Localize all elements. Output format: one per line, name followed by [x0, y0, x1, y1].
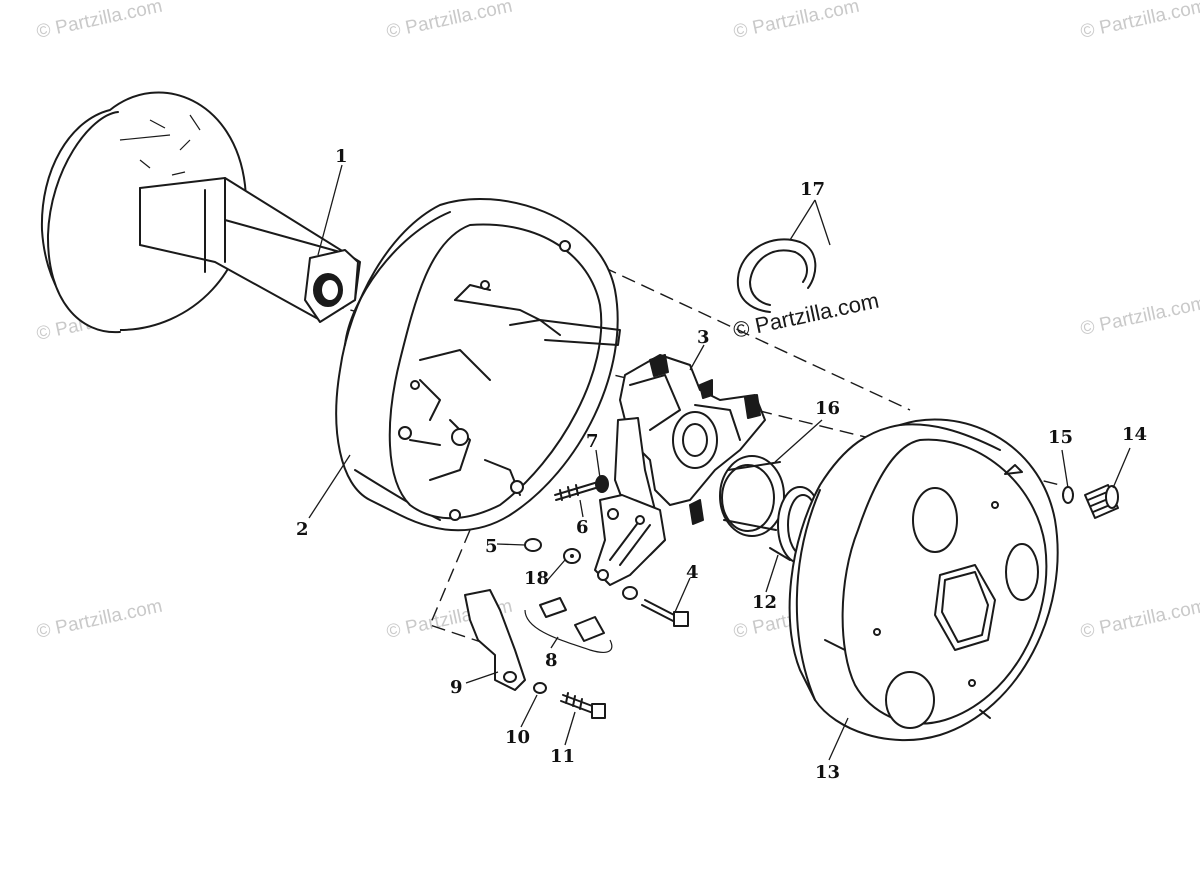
part-1-fixed-sheave	[40, 91, 361, 334]
callout-18: 18	[524, 568, 549, 589]
callout-17: 17	[800, 179, 825, 200]
part-3-lever-assembly	[594, 354, 766, 586]
part-15-washer	[1062, 486, 1074, 504]
callout-7: 7	[586, 431, 599, 452]
callout-10: 10	[505, 727, 530, 748]
callout-12: 12	[752, 592, 777, 613]
callout-1: 1	[335, 146, 348, 167]
callout-13: 13	[815, 762, 840, 783]
callout-15: 15	[1048, 427, 1073, 448]
callouts: 1 2 3 4 5 6 7 8 9 10 11 12 13 14 15 16 1…	[296, 146, 1147, 783]
part-7-nut	[595, 475, 609, 493]
part-18-washer	[563, 548, 581, 564]
part-10-washer	[533, 682, 547, 694]
callout-3: 3	[697, 327, 710, 348]
callout-4: 4	[686, 562, 699, 583]
callout-5: 5	[485, 536, 498, 557]
watermark: © Partzilla.com	[35, 0, 165, 43]
part-8-pins	[524, 597, 613, 653]
part-17-snap-ring	[736, 238, 817, 313]
callout-8: 8	[545, 650, 558, 671]
watermark: © Partzilla.com	[385, 0, 515, 43]
callout-16: 16	[815, 398, 840, 419]
part-6-bolt	[554, 481, 600, 501]
part-13-drum-cover	[788, 418, 1059, 742]
leader-lines	[308, 164, 1131, 761]
part-5-nut	[524, 538, 542, 552]
callout-6: 6	[576, 517, 589, 538]
part-9-bracket	[464, 589, 526, 691]
watermark: © Partzilla.com	[1079, 596, 1200, 643]
part-11-bolt	[560, 692, 606, 719]
watermark: © Partzilla.com	[35, 596, 165, 643]
watermark: © Partzilla.com	[1079, 293, 1200, 340]
callout-9: 9	[450, 677, 463, 698]
callout-2: 2	[296, 519, 309, 540]
part-2-housing	[335, 197, 621, 532]
watermark: © Partzilla.com	[732, 0, 862, 43]
callout-14: 14	[1122, 424, 1147, 445]
part-14-bolt	[1084, 484, 1119, 519]
watermark: © Partzilla.com	[1079, 0, 1200, 43]
part-16-ring	[719, 455, 785, 537]
part-4-bolt	[622, 586, 689, 627]
callout-11: 11	[550, 746, 575, 767]
hardware	[464, 475, 1119, 719]
